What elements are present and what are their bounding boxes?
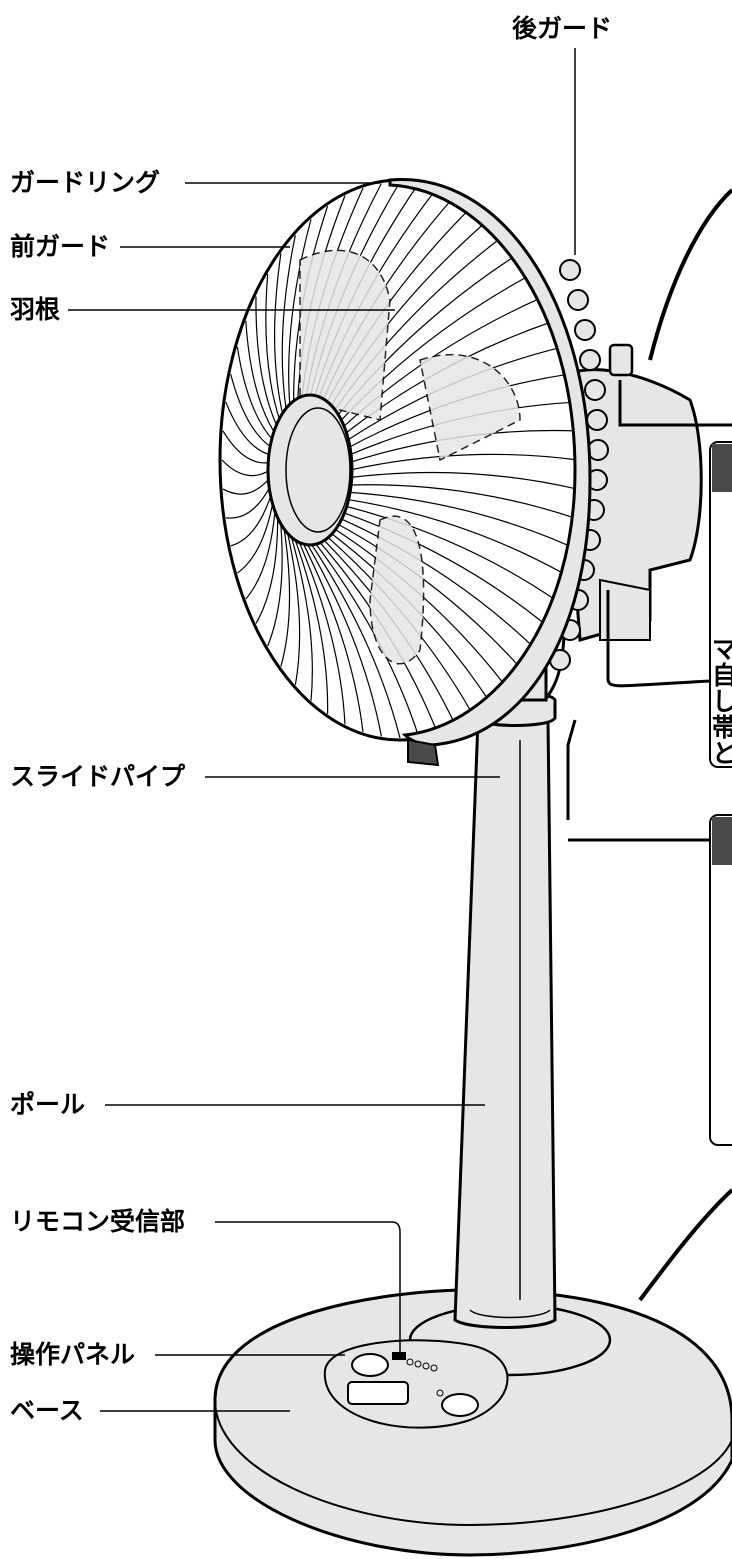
fan-pole bbox=[453, 691, 557, 1329]
guard-spoke bbox=[305, 541, 382, 737]
guard-spoke bbox=[222, 477, 271, 495]
guard-spoke bbox=[342, 511, 545, 624]
callout-arc-bottom bbox=[638, 1188, 732, 1302]
guard-spoke bbox=[267, 518, 283, 647]
label-rear-guard: 後ガード bbox=[512, 14, 613, 43]
guard-spoke bbox=[349, 484, 575, 519]
label-front-guard: 前ガード bbox=[10, 232, 111, 261]
guard-spoke bbox=[281, 234, 296, 412]
side-text-2: 自 bbox=[712, 661, 732, 690]
guard-spoke bbox=[339, 517, 533, 647]
remote-receiver-window bbox=[392, 1352, 406, 1360]
label-slide-pipe: スライドパイプ bbox=[10, 762, 186, 791]
guard-spoke bbox=[221, 459, 271, 477]
guard-spoke bbox=[255, 512, 279, 624]
side-text-5: と bbox=[712, 739, 732, 768]
guard-spoke bbox=[289, 532, 313, 701]
side-text-1: マ bbox=[712, 635, 732, 664]
guard-spoke bbox=[346, 498, 563, 574]
side-text-3: し bbox=[712, 687, 732, 716]
guard-spoke bbox=[349, 471, 578, 490]
label-base: ベース bbox=[10, 1396, 84, 1425]
guard-spoke bbox=[225, 401, 272, 456]
label-blade: 羽根 bbox=[10, 295, 61, 324]
fan-base bbox=[213, 1288, 732, 1557]
guard-spoke bbox=[344, 505, 555, 600]
callout-arc-top bbox=[648, 188, 732, 361]
guard-spoke bbox=[230, 373, 273, 449]
fan-motor-housing bbox=[558, 343, 703, 642]
guard-spoke bbox=[273, 253, 284, 417]
guard-spoke bbox=[225, 484, 272, 519]
guard-spoke bbox=[230, 492, 273, 547]
label-control-panel: 操作パネル bbox=[10, 1340, 136, 1369]
guard-spoke bbox=[236, 346, 274, 442]
guard-spoke bbox=[222, 430, 271, 464]
fan-rear-guard bbox=[549, 259, 609, 671]
guard-spoke bbox=[237, 499, 275, 574]
guard-spoke bbox=[349, 453, 579, 471]
oscillation-knob bbox=[608, 343, 634, 377]
guard-spoke bbox=[309, 541, 401, 739]
guard-spoke bbox=[285, 528, 301, 686]
leader-lines bbox=[68, 48, 576, 1412]
guard-spoke bbox=[336, 522, 520, 667]
guard-spoke bbox=[301, 540, 364, 732]
callout-box-1 bbox=[709, 441, 732, 768]
guard-spoke bbox=[297, 538, 346, 725]
side-text-4: 帯 bbox=[712, 713, 732, 742]
guard-spoke bbox=[348, 491, 570, 547]
label-remote-receiver: リモコン受信部 bbox=[10, 1207, 186, 1236]
label-pole: ポール bbox=[10, 1090, 86, 1119]
guard-spoke bbox=[255, 296, 279, 428]
guard-spoke bbox=[280, 523, 291, 667]
guard-spoke bbox=[245, 505, 276, 600]
label-guard-ring: ガードリング bbox=[10, 168, 161, 197]
guard-spoke bbox=[245, 320, 276, 435]
guard-spoke bbox=[333, 527, 506, 686]
callout-box-2 bbox=[709, 814, 732, 1146]
fan-blades bbox=[299, 249, 521, 665]
guard-spoke bbox=[265, 273, 281, 423]
guard-spoke bbox=[288, 219, 312, 408]
fan-hub bbox=[266, 393, 354, 547]
guard-spoke bbox=[293, 535, 329, 714]
